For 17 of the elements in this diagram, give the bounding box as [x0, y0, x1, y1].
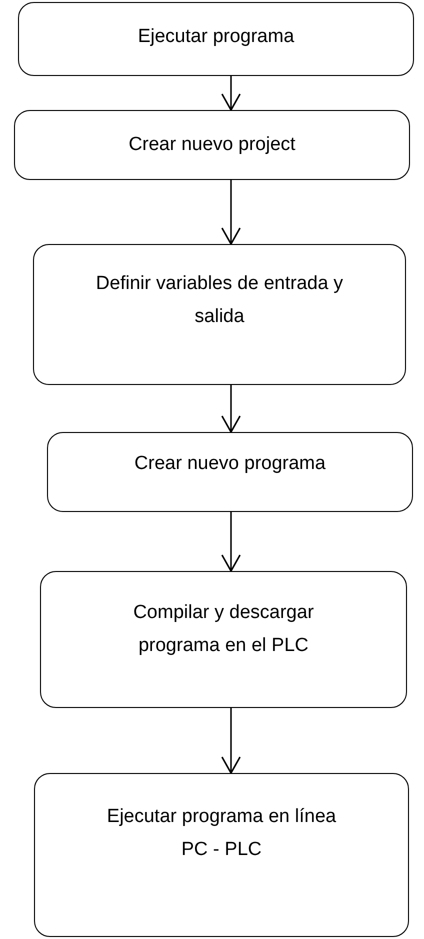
arrow [221, 76, 241, 111]
step-label: Ejecutar programa [138, 25, 294, 49]
arrow [221, 180, 241, 245]
process-box [47, 432, 413, 512]
arrow [221, 385, 241, 433]
step-label: Crear nuevo project [128, 133, 296, 157]
step-label: Compilar y descargar programa en el PLC [132, 601, 315, 658]
process-box [40, 571, 407, 708]
process-box [14, 110, 410, 180]
step-label: Crear nuevo programa [134, 452, 326, 476]
process-box [34, 773, 409, 937]
process-box [18, 2, 414, 76]
process-box [33, 244, 406, 385]
arrow [221, 512, 241, 572]
step-label: Definir variables de entrada y salida [94, 272, 344, 329]
step-label: Ejecutar programa en línea PC - PLC [106, 805, 338, 862]
arrow [221, 708, 241, 774]
